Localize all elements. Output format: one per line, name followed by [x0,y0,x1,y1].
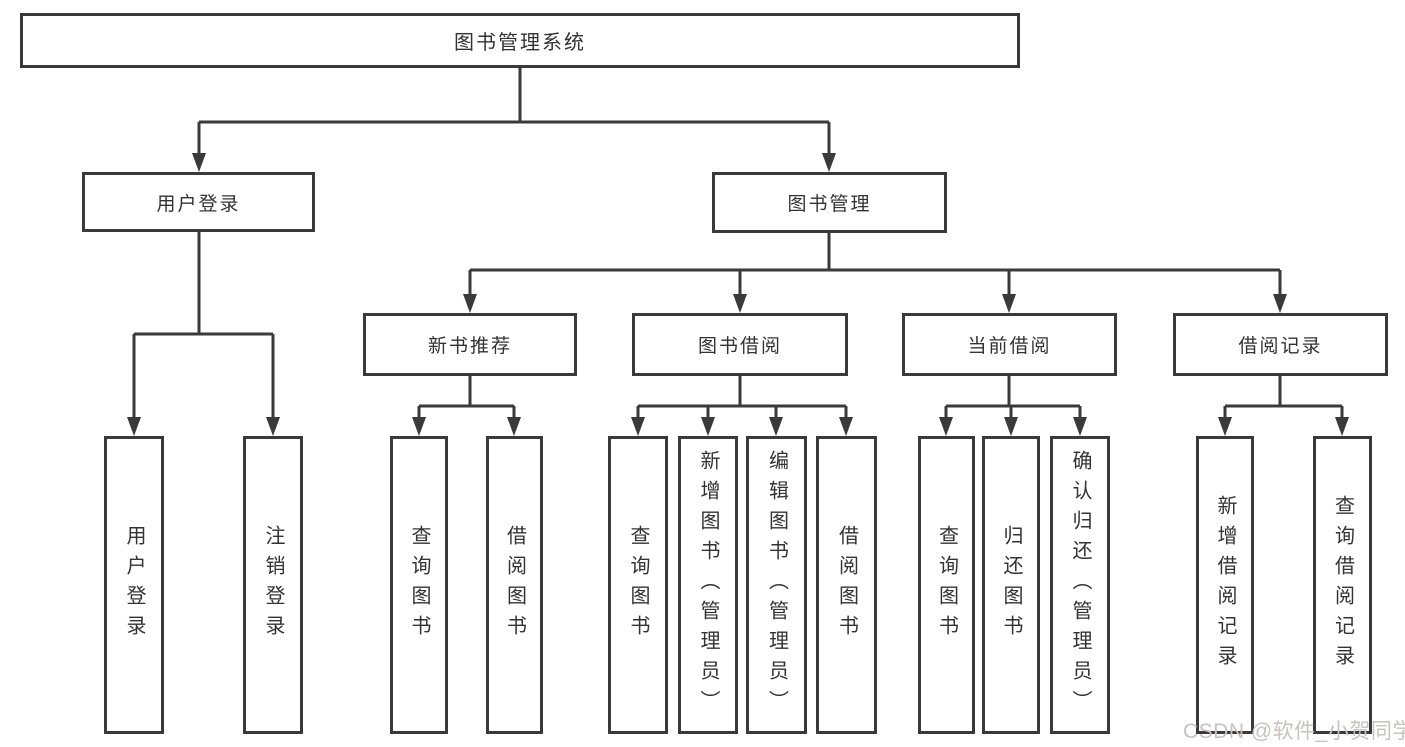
leaf-label: 查询图书 [408,525,430,645]
leaf-label: 查询图书 [627,525,649,645]
arrowhead-icons [127,153,1349,436]
node-label: 图书借阅 [697,336,782,357]
leaf-label: 用户登录 [123,525,145,645]
leaf-return-books: 归还图书 [982,436,1040,734]
leaf-logout: 注销登录 [243,436,303,734]
leaf-add-borrow-record: 新增借阅记录 [1196,436,1254,734]
leaf-label: 查询图书 [935,525,958,645]
node-user-login: 用户登录 [82,172,315,232]
node-label: 图书管理 [787,194,872,215]
csdn-watermark: CSDN @软件_小贺同学 [1183,720,1405,743]
leaf-label: 借阅图书 [835,525,858,645]
node-label: 新书推荐 [427,336,512,357]
node-root-system: 图书管理系统 [20,13,1020,68]
leaf-query-books-borrow: 查询图书 [608,436,668,734]
leaf-label: 新增借阅记录 [1214,495,1236,675]
leaf-label: 注销登录 [262,525,284,645]
leaf-user-login: 用户登录 [104,436,164,734]
leaf-borrow-books: 借阅图书 [816,436,877,734]
leaf-label: 编辑图书（管理员） [765,450,788,720]
connector-lines [132,68,1344,419]
leaf-query-borrow-record: 查询借阅记录 [1313,436,1372,734]
leaf-borrow-books-recommend: 借阅图书 [486,436,543,734]
leaf-confirm-return-admin: 确认归还（管理员） [1050,436,1110,734]
leaf-label: 查询借阅记录 [1331,495,1354,675]
leaf-label: 新增图书（管理员） [697,450,719,720]
node-book-management: 图书管理 [712,172,947,233]
leaf-query-books-current: 查询图书 [918,436,975,734]
leaf-edit-books-admin: 编辑图书（管理员） [746,436,807,734]
node-label: 当前借阅 [967,336,1052,357]
node-label: 借阅记录 [1238,336,1323,357]
node-new-book-recommend: 新书推荐 [363,313,577,376]
leaf-label: 借阅图书 [503,525,526,645]
node-label: 用户登录 [156,193,241,215]
leaf-label: 归还图书 [1000,525,1022,645]
node-book-borrow: 图书借阅 [632,313,848,376]
node-current-borrow: 当前借阅 [902,313,1117,376]
leaf-label: 确认归还（管理员） [1069,450,1091,720]
leaf-add-books-admin: 新增图书（管理员） [678,436,738,734]
leaf-query-books-recommend: 查询图书 [390,436,448,734]
node-label: 图书管理系统 [454,32,586,54]
node-borrow-records: 借阅记录 [1173,313,1388,376]
